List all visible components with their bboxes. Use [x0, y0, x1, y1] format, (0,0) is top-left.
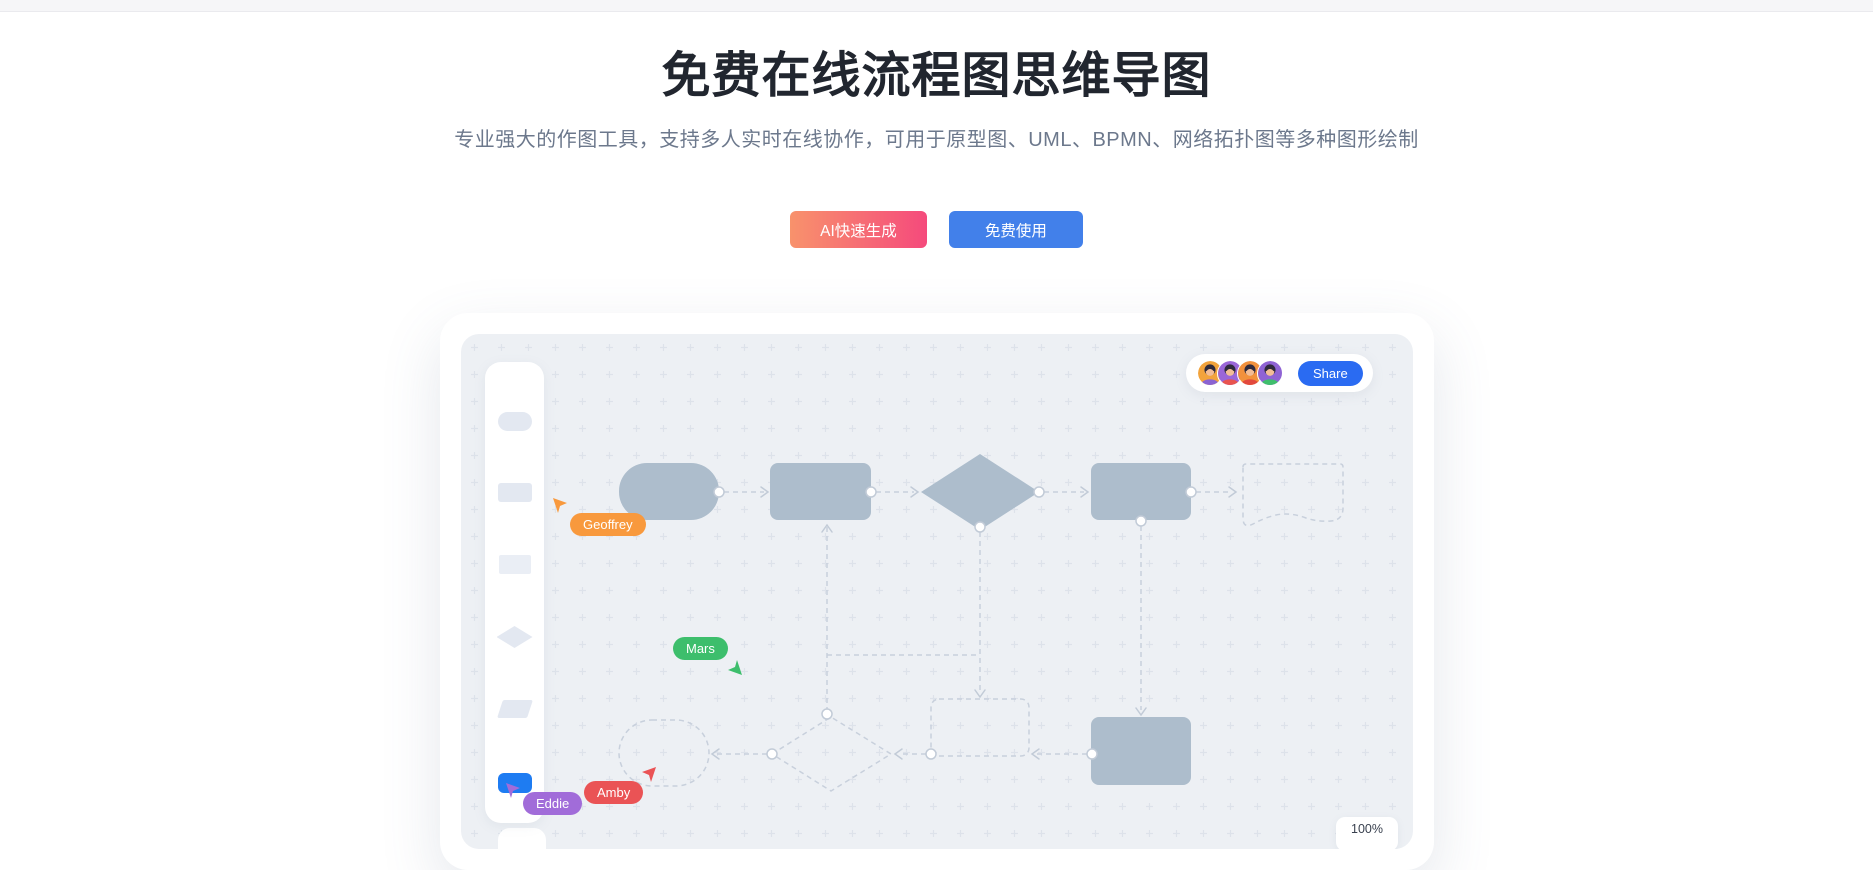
connection-point [974, 521, 986, 533]
arrowhead [1228, 486, 1238, 498]
tool-process-alt[interactable] [498, 555, 531, 574]
process-shape-dashed [930, 698, 1030, 757]
terminator-shape-dashed [618, 719, 710, 787]
tool-process[interactable] [497, 483, 532, 502]
browser-top-strip [0, 0, 1873, 12]
arrowhead [821, 523, 833, 533]
share-button[interactable]: Share [1298, 360, 1363, 386]
avatar[interactable] [1257, 359, 1284, 387]
presence-pill: Share [1186, 354, 1373, 392]
cursor-icon-eddie [506, 783, 520, 798]
collaborator-label-eddie: Eddie [523, 792, 583, 815]
connection-point [865, 486, 877, 498]
arrowhead [760, 486, 770, 498]
process-shape-2 [1091, 463, 1191, 520]
connection-point [1033, 486, 1045, 498]
connection-point [713, 486, 725, 498]
page-title: 免费在线流程图思维导图 [661, 49, 1212, 103]
arrowhead [710, 748, 720, 760]
arrowhead [1030, 748, 1040, 760]
tool-decision[interactable] [496, 626, 533, 648]
arrowhead [974, 689, 986, 699]
arrowhead [893, 748, 903, 760]
connection-point [766, 748, 778, 760]
connection-point [1185, 486, 1197, 498]
tool-selected-process[interactable] [497, 773, 532, 793]
arrowhead [1135, 707, 1147, 717]
connection-point [821, 708, 833, 720]
free-use-button[interactable]: 免费使用 [948, 211, 1083, 248]
collaborator-label-geoffrey: Geoffrey [570, 513, 646, 536]
cursor-icon-mars [728, 660, 742, 675]
decision-shape [921, 454, 1039, 530]
page-subtitle: 专业强大的作图工具，支持多人实时在线协作，可用于原型图、UML、BPMN、网络拓… [454, 129, 1419, 151]
document-shape [1242, 463, 1344, 527]
process-shape-1 [770, 463, 871, 520]
shape-toolbar [485, 362, 544, 823]
editor-canvas: Geoffrey Mars Amby Eddie [461, 334, 1413, 849]
avatar-stack [1197, 359, 1284, 387]
tool-terminator[interactable] [497, 412, 532, 431]
process-shape-3 [1091, 717, 1191, 785]
zoom-level-indicator[interactable]: 100% [1336, 817, 1398, 849]
editor-preview-card: Geoffrey Mars Amby Eddie [440, 313, 1434, 870]
bottom-left-control[interactable] [498, 828, 546, 849]
cursor-icon-amby [642, 767, 656, 782]
ai-generate-button[interactable]: AI快速生成 [790, 211, 927, 248]
cursor-icon-geoffrey [553, 498, 567, 513]
cta-button-row: AI快速生成 免费使用 [0, 211, 1873, 248]
flowchart-illustration [461, 334, 1413, 849]
collaborator-label-mars: Mars [673, 637, 728, 660]
terminator-shape [619, 463, 719, 520]
arrowhead [910, 486, 920, 498]
arrowhead [1080, 486, 1090, 498]
dot-grid [461, 334, 1413, 849]
connection-point [925, 748, 937, 760]
decision-shape-dashed [770, 716, 893, 792]
collaborator-label-amby: Amby [584, 781, 644, 804]
tool-parallelogram[interactable] [496, 700, 533, 718]
connection-point [1086, 748, 1098, 760]
connection-point [1135, 515, 1147, 527]
